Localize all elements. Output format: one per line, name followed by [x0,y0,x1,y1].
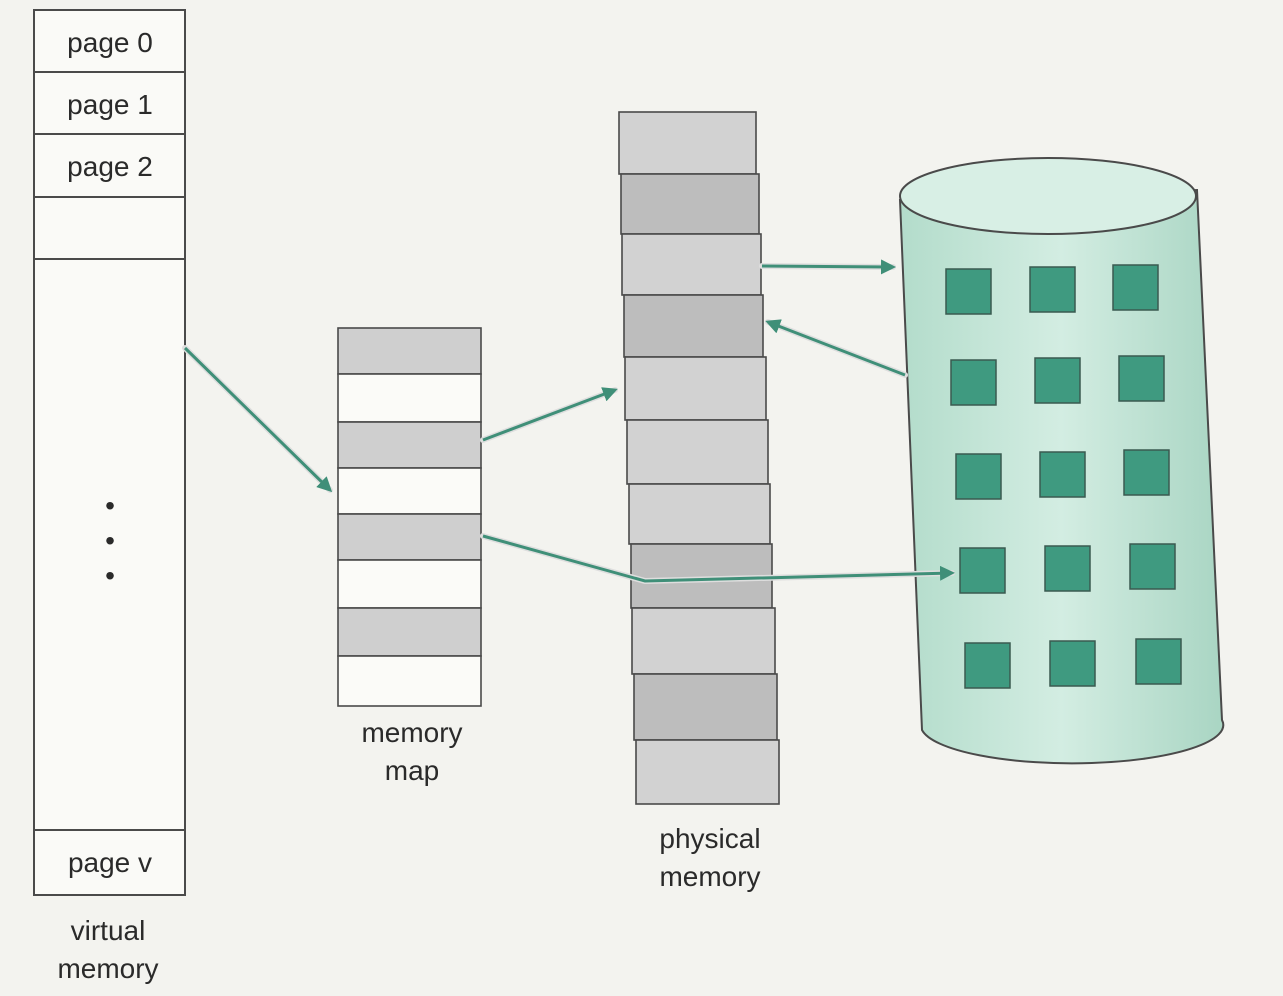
disk-block [1039,451,1086,498]
physical-frame [624,356,767,421]
virtual-memory-caption-2: memory [57,953,158,984]
disk-block [1129,543,1176,590]
arrow-vm-to-map-core [183,346,333,493]
ellipsis-dot: • [105,490,115,521]
memory-map-entry [337,513,482,561]
physical-frame [626,419,769,485]
virtual-memory-frame [33,9,186,896]
disk-block [959,547,1006,594]
disk-block [1112,264,1159,311]
memory-map-entry [337,467,482,515]
page-2-label: page 2 [67,151,153,182]
physical-frame [618,111,757,175]
disk-block [950,359,997,406]
memory-map-entry [337,559,482,609]
disk-block [955,453,1002,500]
mapping-arrows [182,259,955,585]
memory-map-entry [337,655,482,707]
physical-memory: physical memory [618,111,780,892]
disk-block [1034,357,1081,404]
arrow-disk-to-physical-core [765,319,906,377]
arrow-map-to-disk-core [482,534,955,583]
disk-block [1029,266,1076,313]
disk-block [1049,640,1096,687]
memory-map-entry [337,373,482,423]
memory-map-entry [337,607,482,657]
arrow-map-to-physical-core [482,387,618,442]
disk-block [1135,638,1182,685]
page-1-label: page 1 [67,89,153,120]
physical-frame [621,233,762,296]
disk-block [964,642,1011,689]
disk-block [1123,449,1170,496]
ellipsis-dot: • [105,560,115,591]
ellipsis-dot: • [105,525,115,556]
physical-memory-caption-2: memory [659,861,760,892]
physical-frame [631,607,776,675]
virtual-memory-caption-1: virtual [71,915,146,946]
physical-frame [633,673,778,741]
arrow-physical-to-disk-core [761,259,896,275]
memory-map-caption-1: memory [361,717,462,748]
virtual-memory: page 0 page 1 page 2 • • • page v virtua… [33,9,186,984]
page-v-label: page v [68,847,152,878]
physical-frame [620,173,760,235]
disk-cylinder [898,157,1225,765]
disk-top [899,157,1197,235]
disk-block [945,268,992,315]
disk-block [1118,355,1165,402]
memory-map: memory map [337,327,482,786]
physical-frame [628,483,771,545]
physical-frame [623,294,764,358]
page-0-label: page 0 [67,27,153,58]
disk-block [1044,545,1091,592]
memory-map-caption-2: map [385,755,439,786]
memory-map-entry [337,327,482,375]
physical-memory-caption-1: physical [659,823,760,854]
physical-frame [635,739,780,805]
memory-map-entry [337,421,482,469]
